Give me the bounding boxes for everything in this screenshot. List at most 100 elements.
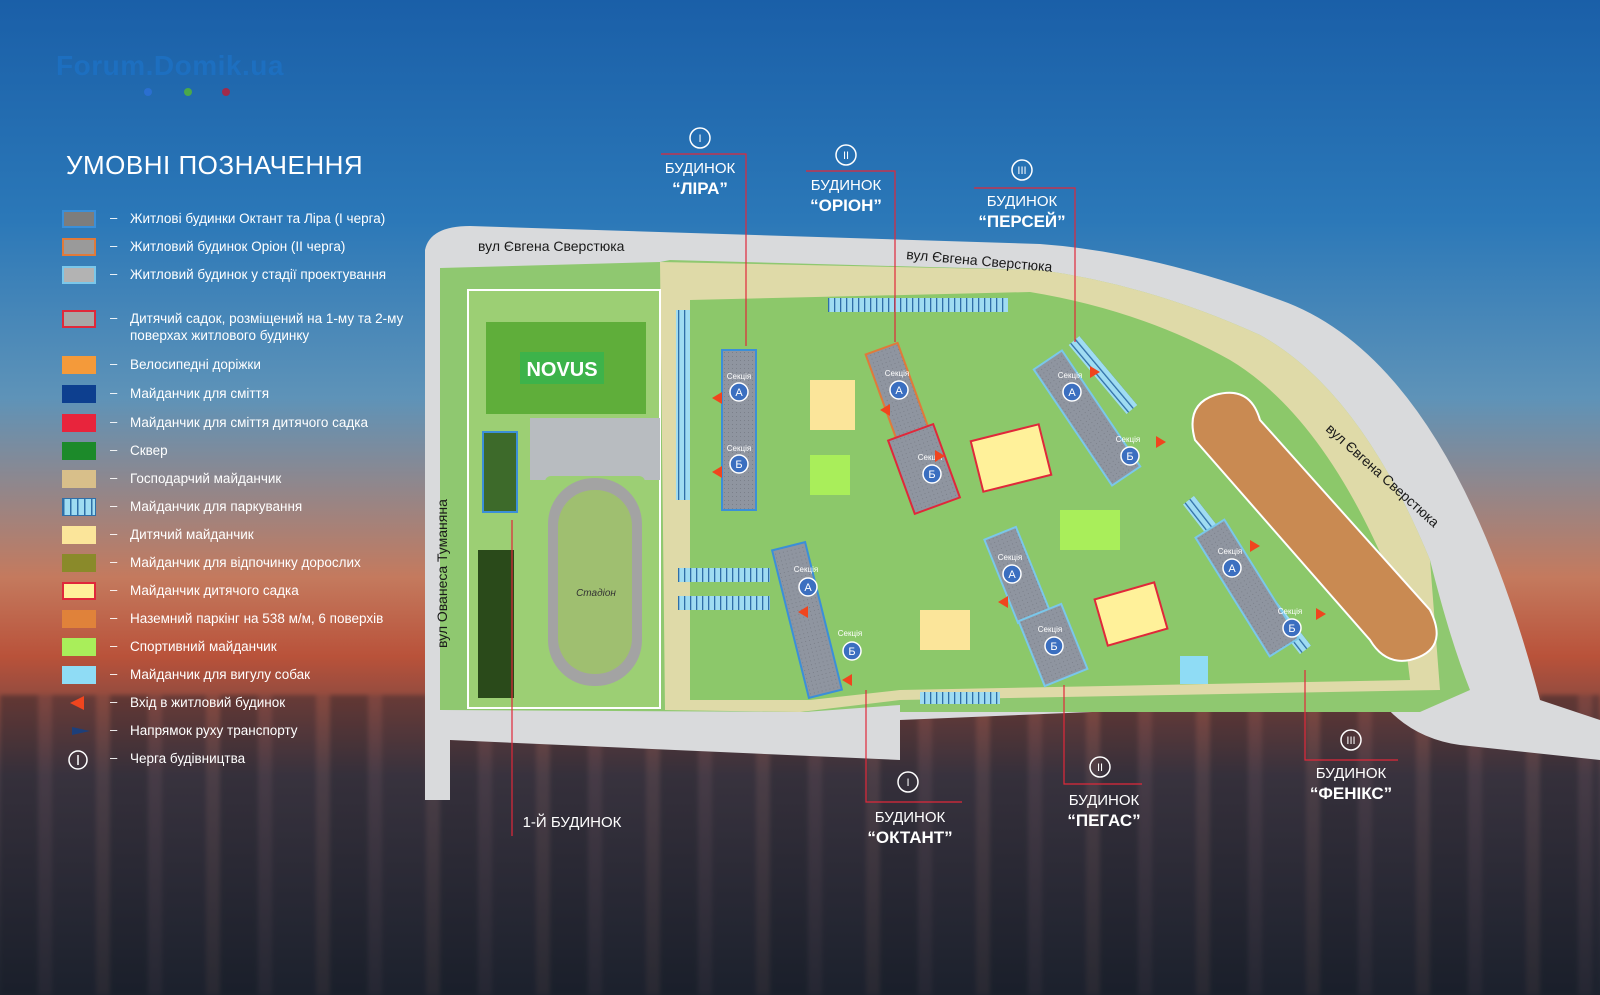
legend-label: Наземний паркінг на 538 м/м, 6 поверхів (130, 611, 384, 626)
legend-label: Сквер (130, 443, 168, 458)
entrance-arrow-icon (712, 392, 722, 404)
section-a-label: А (735, 387, 743, 399)
kindergarten-trash-swatch (62, 414, 96, 432)
legend-label: Велосипедні доріжки (130, 357, 261, 372)
parking-green-strip (478, 550, 514, 698)
legend-dash: – (110, 210, 118, 225)
legend-label: Спортивний майданчик (130, 639, 277, 654)
utility-area-swatch (62, 470, 96, 488)
entrance-arrow-icon (998, 596, 1008, 608)
legend-label: Господарчий майданчик (130, 471, 282, 486)
section-a-label: А (1228, 563, 1236, 575)
legend-item: –Вхід в житловий будинок (62, 694, 422, 718)
building-name: “ФЕНІКС” (1310, 784, 1392, 803)
callout-pegas: II БУДИНОК “ПЕГАС” (1067, 756, 1141, 830)
legend-dash: – (110, 582, 118, 597)
legend-item: –Велосипедні доріжки (62, 356, 422, 380)
building-caption: БУДИНОК (1069, 792, 1140, 809)
building-feniks (1194, 518, 1300, 658)
stadium-field (558, 490, 632, 674)
building-caption: БУДИНОК (811, 177, 882, 194)
kindergarten-playground (969, 423, 1053, 493)
legend-title: УМОВНІ ПОЗНАЧЕННЯ (66, 150, 364, 180)
section-label: Секція (794, 565, 818, 574)
legend-item: –Дитячий садок, розміщений на 1-му та 2-… (62, 310, 422, 343)
parking-lot (920, 692, 1000, 704)
legend-label: Майданчик для паркування (130, 499, 303, 514)
legend-dash: – (110, 750, 118, 765)
callout-lines (511, 153, 1398, 836)
legend-item: –Спортивний майданчик (62, 638, 422, 662)
first-building-label: 1-Й БУДИНОК (523, 813, 622, 831)
parking-swatch (62, 498, 96, 516)
parking-garage (1191, 391, 1438, 662)
legend-label: Майданчик для відпочинку дорослих (130, 555, 361, 570)
street-label-top-left: вул Євгена Сверстюка (478, 238, 625, 254)
building-lira (721, 349, 757, 511)
phase-numeral: II (1097, 762, 1103, 774)
legend-item: –Житлові будинки Октант та Ліра (І черга… (62, 210, 422, 234)
building-oktant (770, 540, 844, 700)
legend-label: Напрямок руху транспорту (130, 723, 298, 738)
kindergarten-playground-swatch (62, 582, 96, 600)
building-name: “ОКТАНТ” (867, 828, 952, 847)
legend-dash: – (110, 356, 118, 371)
legend-dash: – (110, 666, 118, 681)
building-name: “ОРІОН” (810, 196, 882, 215)
legend-dash: – (110, 310, 118, 325)
adult-rest-swatch (62, 554, 96, 572)
section-label: Секція (1218, 547, 1242, 556)
entrance-arrow-icon (842, 674, 852, 686)
legend-dash: – (110, 385, 118, 400)
building-caption: БУДИНОК (987, 193, 1058, 210)
parking-lot (828, 298, 1008, 312)
entrance-arrow-icon (935, 450, 945, 462)
section-b-label: Б (1126, 451, 1133, 463)
legend-item: –Майданчик для паркування (62, 498, 422, 522)
legend-label: Майданчик для сміття дитячого садка (130, 415, 368, 430)
residential-phase1-swatch (62, 210, 96, 228)
novus-label: NOVUS (526, 359, 597, 381)
legend-item: –Наземний паркінг на 538 м/м, 6 поверхів (62, 610, 422, 634)
phase-numeral: II (843, 150, 849, 162)
legend-item: –Майданчик дитячого садка (62, 582, 422, 606)
callout-lira: I БУДИНОК “ЛІРА” (665, 127, 736, 198)
building-name: “ПЕРСЕЙ” (978, 212, 1065, 231)
playground (810, 380, 855, 430)
phase-numeral: I (698, 133, 701, 145)
section-b-label: Б (735, 459, 742, 471)
section-label: Секція (885, 369, 909, 378)
dog-walk-swatch (62, 666, 96, 684)
section-label: Секція (727, 444, 751, 453)
bike-path-swatch (62, 356, 96, 374)
section-b-label: Б (928, 469, 935, 481)
watermark-dots (144, 88, 244, 98)
entrance-arrow-icon (880, 404, 890, 416)
construction-phase-icon (62, 750, 96, 770)
legend-item: –Майданчик для відпочинку дорослих (62, 554, 422, 578)
kindergarten-playground (1093, 581, 1169, 647)
section-label: Секція (998, 553, 1022, 562)
section-label: Секція (1038, 625, 1062, 634)
legend-item: –Житловий будинок у стадії проектування (62, 266, 422, 290)
dog-walk-area (1180, 656, 1208, 684)
entrance-arrows (712, 366, 1326, 686)
building-caption: БУДИНОК (1316, 765, 1387, 782)
legend-dash: – (110, 526, 118, 541)
entrance-arrow-icon (62, 694, 96, 712)
section-b-label: Б (1288, 623, 1295, 635)
callout-feniks: III БУДИНОК “ФЕНІКС” (1310, 729, 1392, 803)
novus-logo-box (520, 352, 604, 384)
legend-label: Майданчик для вигулу собак (130, 667, 311, 682)
sports-field (1060, 510, 1120, 550)
legend-label: Житловий будинок у стадії проектування (130, 267, 387, 282)
legend-dash: – (110, 238, 118, 253)
legend-dash: – (110, 498, 118, 513)
building-name: “ПЕГАС” (1067, 811, 1140, 830)
entrance-arrow-icon (1250, 540, 1260, 552)
phase-numeral: I (906, 777, 909, 789)
entrance-arrow-icon (1316, 608, 1326, 620)
legend-item: –Майданчик для сміття дитячого садка (62, 414, 422, 438)
legend-dash: – (110, 266, 118, 281)
